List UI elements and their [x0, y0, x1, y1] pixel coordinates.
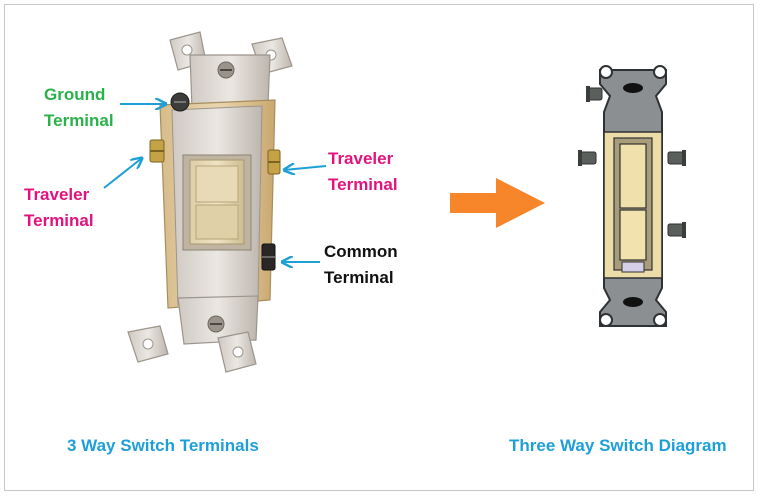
switch-photo	[128, 32, 292, 372]
switch-diagram	[578, 66, 686, 326]
common-label-line2: Terminal	[324, 265, 398, 291]
pointer-arrow-icon	[104, 158, 142, 188]
ground-label-line1: Ground	[44, 82, 114, 108]
ground-terminal-label: Ground Terminal	[44, 82, 114, 134]
traveler-left-line2: Terminal	[24, 208, 94, 234]
traveler-right-line1: Traveler	[328, 146, 398, 172]
traveler-left-line1: Traveler	[24, 182, 94, 208]
traveler-right-line2: Terminal	[328, 172, 398, 198]
common-terminal-label: Common Terminal	[324, 239, 398, 291]
traveler-terminal-left-label: Traveler Terminal	[24, 182, 94, 234]
traveler-terminal-right-label: Traveler Terminal	[328, 146, 398, 198]
right-arrow-icon	[450, 178, 545, 228]
common-label-line1: Common	[324, 239, 398, 265]
right-caption: Three Way Switch Diagram	[509, 435, 727, 457]
ground-label-line2: Terminal	[44, 108, 114, 134]
pointer-arrow-icon	[284, 166, 326, 170]
left-caption: 3 Way Switch Terminals	[67, 435, 259, 457]
